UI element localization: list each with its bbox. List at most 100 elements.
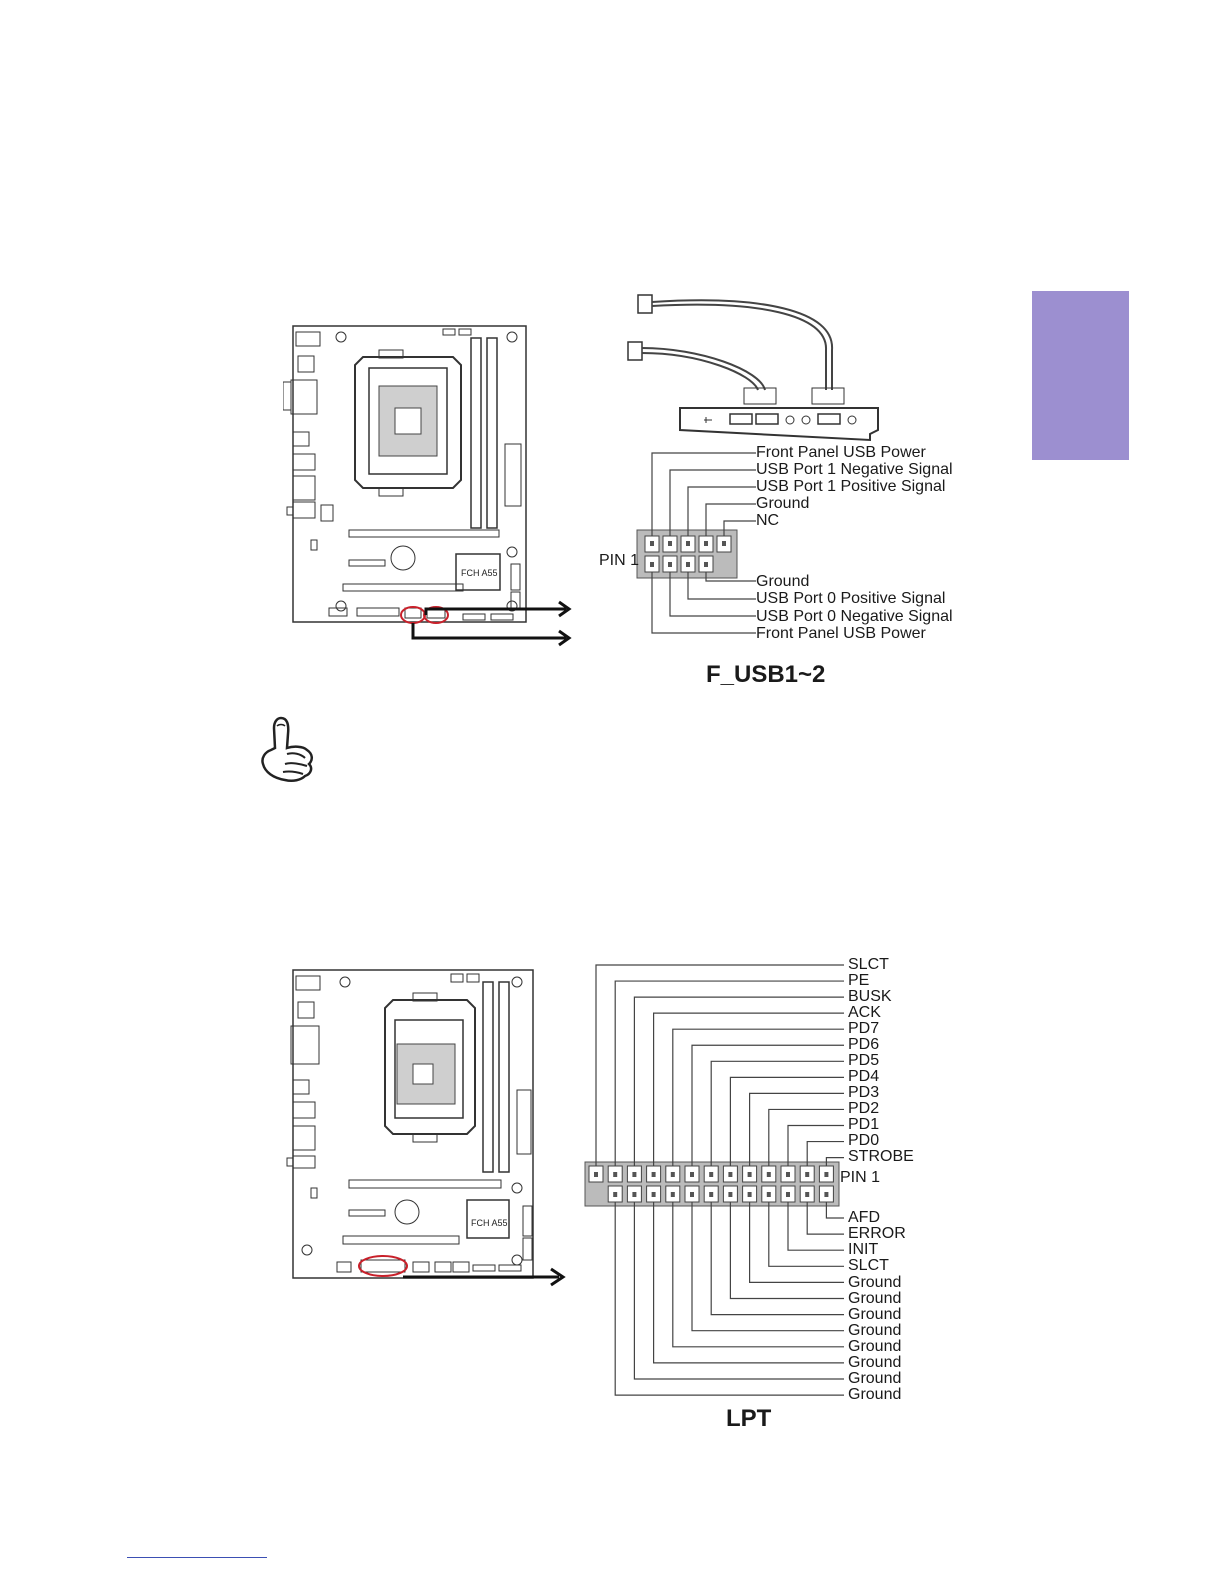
usb-pin-label: Front Panel USB Power [756,625,926,642]
lpt-pin-dot [670,1192,675,1197]
lpt-pin-label: Ground [848,1338,902,1355]
lpt-leader-line [614,1202,844,1396]
lpt-leader-line [672,1202,844,1348]
lpt-pin-label: Ground [848,1290,902,1307]
lpt-pin-dot [805,1192,810,1197]
lpt-pin-label: PD6 [848,1036,880,1053]
lpt-pin-dot [709,1172,714,1177]
lpt-pin-dot [786,1192,790,1197]
usb-header-connector [636,452,756,634]
lpt-pin-label: ACK [848,1004,881,1021]
lpt-pin-dot [766,1192,771,1197]
lpt-leader-line [787,1202,844,1251]
lpt-pin-label: Ground [848,1386,902,1403]
lpt-pin-dot [786,1172,790,1177]
usb-pin-label: USB Port 0 Positive Signal [756,590,946,607]
lpt-leader-line [691,1044,844,1166]
lpt-pin-label: PE [848,972,870,989]
lpt-leader-line [787,1124,844,1166]
lpt-pin-dot [805,1172,810,1177]
lpt-leader-line [729,1202,844,1300]
lpt-leader-line [691,1202,844,1332]
lpt-pin-label: INIT [848,1241,879,1258]
lpt-leader-line [614,980,844,1166]
usb-bracket-diagram [620,290,900,445]
usb-pin-label: NC [756,512,780,529]
lpt-leader-line [672,1028,844,1166]
lpt-pin-dot [670,1172,675,1177]
lpt-pin-label: SLCT [848,956,889,973]
usb-pin-label: Ground [756,573,810,590]
lpt-leader-line [633,996,844,1166]
lpt-pin-label: PD7 [848,1020,880,1037]
lpt-leader-line [653,1202,844,1364]
usb-pin-label: USB Port 0 Negative Signal [756,608,953,625]
lpt-leader-line [749,1202,844,1283]
pointing-hand-icon [257,714,321,784]
lpt-pin-label: Ground [848,1354,902,1371]
lpt-pin-dot [632,1192,637,1197]
usb-bracket-cable-icon [627,294,879,442]
lpt-pin-label: PD4 [848,1068,880,1085]
usb-pin-label: Front Panel USB Power [756,444,926,461]
lpt-pin-dot [728,1172,733,1177]
lpt-pin-label: Ground [848,1274,902,1291]
lpt-pinout-diagram [582,958,852,1403]
motherboard-outline-lpt [286,969,566,1287]
lpt-pin-label: Ground [848,1306,902,1323]
motherboard-diagram-usb: FCH A55 [283,302,583,652]
lpt-header-connector [584,964,844,1396]
lpt-leader-line [749,1092,844,1166]
lpt-pin-label: AFD [848,1209,880,1226]
lpt-leader-line [768,1108,844,1166]
lpt-leader-line [825,1202,844,1219]
lpt-pin-dot [709,1192,714,1197]
lpt-pin-dot [651,1192,656,1197]
lpt-pin-dot [690,1172,694,1177]
lpt-pin-label: Ground [848,1370,902,1387]
usb-pin-label: USB Port 1 Positive Signal [756,478,946,495]
lpt-pin-dot [824,1172,829,1177]
lpt-pin-dot [632,1172,637,1177]
usb-pin-label: USB Port 1 Negative Signal [756,461,953,478]
lpt-pin-dot [747,1192,752,1197]
motherboard-diagram-lpt: FCH A55 [283,960,583,1300]
lpt-pin-dot [613,1172,618,1177]
lpt-pin-label: PD2 [848,1100,880,1117]
chip-label: FCH A55 [461,568,498,578]
lpt-pin-label: SLCT [848,1257,889,1274]
lpt-leader-line [806,1140,844,1166]
lpt-pin-label: BUSK [848,988,892,1005]
motherboard-outline-usb [283,325,572,647]
lpt-pin-dot [690,1192,694,1197]
lpt-pin-dot [766,1172,771,1177]
lpt-leader-line [710,1202,844,1316]
lpt-pin-dot [728,1192,733,1197]
lpt-leader-line [710,1060,844,1166]
lpt-leader-line [653,1012,844,1166]
chapter-side-tab [1032,291,1129,460]
lpt-pin-dot [613,1192,618,1197]
lpt-pin-label: ERROR [848,1225,906,1242]
lpt-leader-line [595,964,844,1166]
lpt-leader-line [729,1076,844,1166]
usb-pin-label: Ground [756,495,810,512]
usb-figure-caption: F_USB1~2 [706,661,826,688]
lpt-pin1-label: PIN 1 [840,1169,881,1186]
lpt-pin-dot [747,1172,752,1177]
lpt-pin-dot [594,1172,598,1177]
chip-label: FCH A55 [471,1218,508,1228]
usb-pinout-diagram [630,445,760,645]
lpt-pin-label: PD3 [848,1084,880,1101]
lpt-leader-line [633,1202,844,1380]
usb-pin1-label: PIN 1 [599,552,640,569]
lpt-pin-label: PD5 [848,1052,880,1069]
lpt-pin-label: STROBE [848,1148,914,1165]
lpt-pin-label: Ground [848,1322,902,1339]
lpt-pin-label: PD0 [848,1132,880,1149]
lpt-pin-label: PD1 [848,1116,880,1133]
lpt-leader-line [806,1202,844,1235]
lpt-figure-caption: LPT [726,1405,772,1432]
lpt-leader-line [825,1157,844,1166]
footer-rule [127,1557,267,1558]
